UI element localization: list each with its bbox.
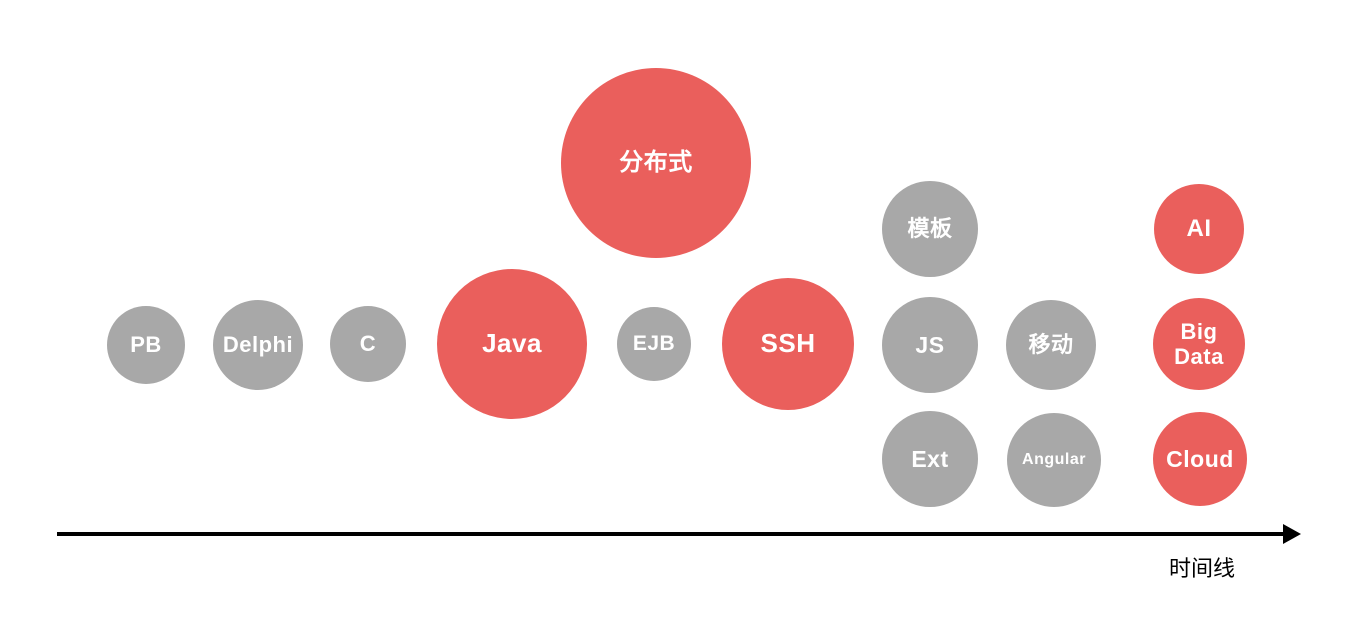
bubble-label: PB <box>130 332 162 358</box>
bubble-label: Big Data <box>1174 318 1224 369</box>
bubble-cloud: Cloud <box>1153 412 1247 506</box>
bubble-template: 模板 <box>882 181 978 277</box>
bubble-ext: Ext <box>882 411 978 507</box>
timeline-arrowhead-icon <box>1283 524 1301 544</box>
bubble-delphi: Delphi <box>213 300 303 390</box>
bubble-label: C <box>359 331 377 357</box>
bubble-big-data: Big Data <box>1153 298 1245 390</box>
bubble-label: Angular <box>1022 450 1086 468</box>
bubble-label: Delphi <box>222 332 294 358</box>
bubble-java: Java <box>437 269 587 419</box>
bubble-distributed: 分布式 <box>561 68 751 258</box>
bubble-label: AI <box>1186 215 1212 243</box>
bubble-ssh: SSH <box>722 278 854 410</box>
bubble-label: 分布式 <box>619 149 693 177</box>
timeline-label: 时间线 <box>1168 556 1235 581</box>
bubble-ejb: EJB <box>617 307 691 381</box>
bubble-ai: AI <box>1154 184 1244 274</box>
bubble-label: EJB <box>632 331 676 355</box>
bubble-label: 移动 <box>1028 332 1074 358</box>
bubble-label: JS <box>915 331 945 358</box>
bubble-label: Ext <box>911 445 949 472</box>
bubble-label: SSH <box>760 328 816 359</box>
bubble-mobile: 移动 <box>1006 300 1096 390</box>
bubble-label: 模板 <box>907 216 953 242</box>
bubble-label: Java <box>482 328 542 359</box>
bubble-label: Cloud <box>1166 445 1234 472</box>
bubble-pb: PB <box>107 306 185 384</box>
bubble-c: C <box>330 306 406 382</box>
bubble-angular: Angular <box>1007 413 1101 507</box>
bubble-js: JS <box>882 297 978 393</box>
